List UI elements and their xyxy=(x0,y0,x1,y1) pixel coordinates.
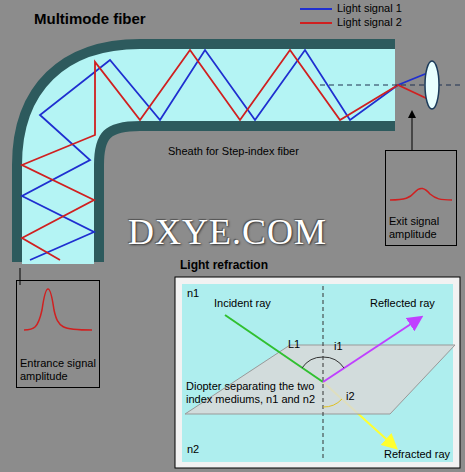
index-label: n1 xyxy=(187,287,199,300)
optical-axis xyxy=(320,85,463,86)
entrance-pulse xyxy=(24,289,92,330)
leader-line xyxy=(412,112,413,150)
angle-arc xyxy=(302,357,323,368)
legend-text: Light signal 1 xyxy=(337,2,402,15)
angle-label: i1 xyxy=(334,340,343,353)
sheath-label: Sheath for Step-index fiber xyxy=(168,145,299,158)
legend-swatch xyxy=(300,20,332,26)
normal-line xyxy=(323,286,324,460)
signal-box: Entrance signal amplitude xyxy=(16,280,100,388)
panel-heading: Light refraction xyxy=(180,258,268,273)
lens xyxy=(425,61,439,109)
box-label: Entrance signal amplitude xyxy=(20,357,96,383)
index-label: n2 xyxy=(187,443,199,456)
exit-pulse xyxy=(390,188,452,200)
ray-label: Refracted ray xyxy=(384,448,450,461)
signal-1-ray xyxy=(22,50,430,260)
angle-label: i2 xyxy=(346,390,355,403)
watermark: DXYE.COM xyxy=(128,212,327,252)
reflected-ray xyxy=(323,318,420,382)
refraction-panel: Light refraction xyxy=(172,256,462,470)
diopter-label: Diopter separating the two index mediums… xyxy=(186,380,318,406)
signal-2-ray xyxy=(22,50,430,260)
leader-line xyxy=(20,268,21,285)
diagram-title: Multimode fiber xyxy=(34,10,146,28)
box-label: Exit signal amplitude xyxy=(389,215,453,241)
angle-label: L1 xyxy=(288,338,300,351)
refraction-frame xyxy=(175,277,460,468)
angle-arc xyxy=(323,399,342,407)
incident-ray xyxy=(225,315,323,382)
angle-arc xyxy=(323,357,344,368)
signal-box: Exit signal amplitude xyxy=(385,150,457,246)
ray-label: Reflected ray xyxy=(370,297,435,310)
ray-label: Incident ray xyxy=(214,297,271,310)
legend-swatch xyxy=(300,6,332,12)
legend-text: Light signal 2 xyxy=(337,16,402,29)
